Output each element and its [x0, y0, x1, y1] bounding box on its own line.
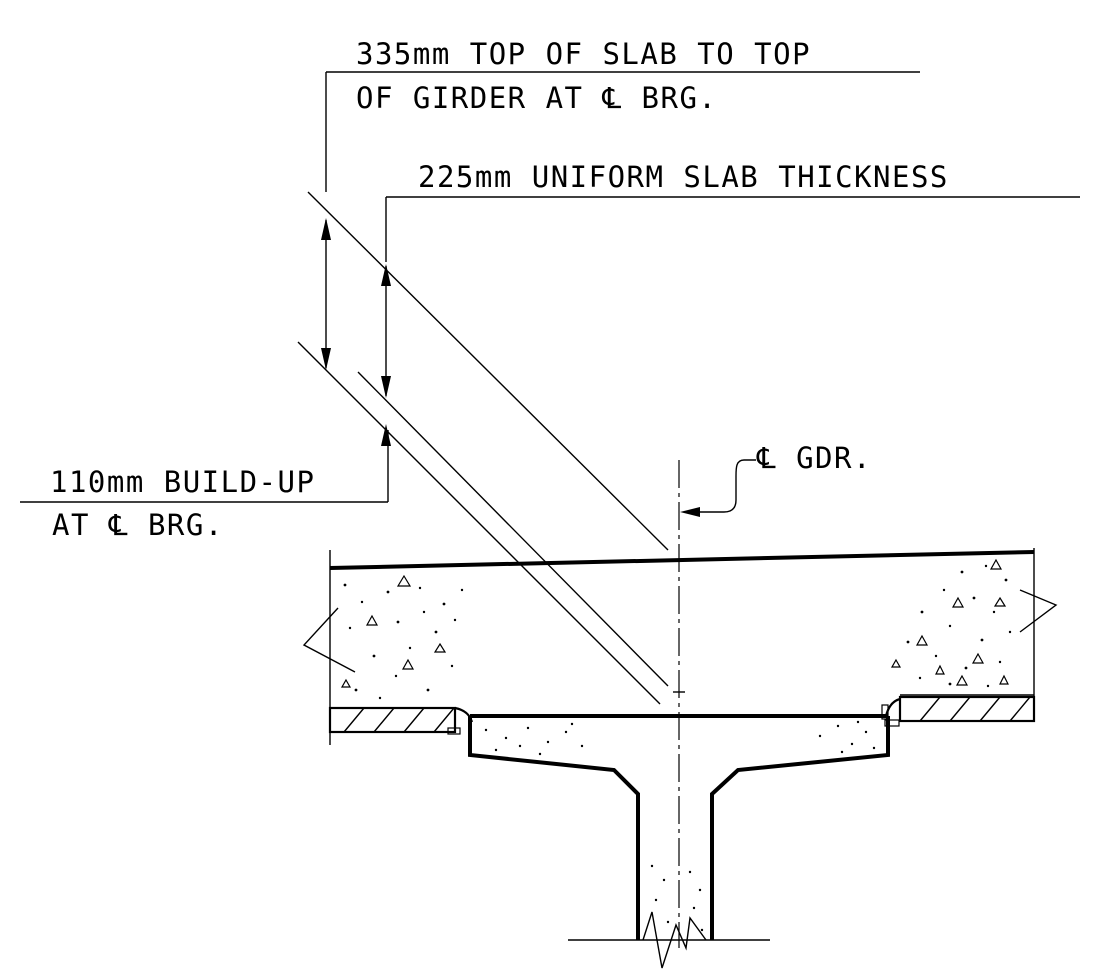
projection-slab-bottom — [357, 371, 669, 687]
projection-top-of-girder — [297, 341, 661, 705]
dimension-slab-thickness — [381, 264, 391, 398]
projection-lines — [297, 191, 669, 705]
precast-girder — [468, 714, 890, 969]
arrowhead-girder-centerline — [680, 507, 700, 517]
note-girder-centerline: ℄ GDR. — [680, 441, 872, 517]
dimension-buildup — [381, 424, 391, 446]
arrowhead-buildup — [381, 424, 391, 446]
concrete-stipple — [340, 558, 1012, 932]
form-left-outline — [328, 706, 457, 734]
note-total-depth-line2: OF GIRDER AT ℄ BRG. — [356, 81, 717, 115]
deck-form-left — [328, 706, 474, 735]
leader-girder-centerline — [684, 459, 756, 513]
note-slab-thickness: 225mm UNIFORM SLAB THICKNESS — [385, 160, 1080, 262]
note-total-depth: 335mm TOP OF SLAB TO TOP OF GIRDER AT ℄ … — [325, 37, 920, 192]
note-slab-thickness-text: 225mm UNIFORM SLAB THICKNESS — [418, 160, 949, 194]
note-buildup-line1: 110mm BUILD-UP — [50, 465, 315, 499]
girder-left-profile — [468, 716, 640, 940]
arrowhead-slab-thickness-bottom — [381, 376, 391, 398]
slab-break-left — [302, 607, 356, 673]
note-girder-centerline-text: ℄ GDR. — [756, 441, 872, 475]
arrowhead-total-depth-top — [321, 218, 331, 240]
note-buildup-line2: AT ℄ BRG. — [52, 508, 224, 542]
dimension-total-depth — [321, 218, 331, 370]
note-total-depth-line1: 335mm TOP OF SLAB TO TOP — [356, 37, 811, 71]
girder-right-profile — [710, 716, 890, 940]
arrowhead-slab-thickness-top — [381, 264, 391, 286]
girder-break-symbol — [642, 911, 707, 969]
arrowhead-total-depth-bottom — [321, 348, 331, 370]
form-right-outline — [898, 695, 1036, 723]
note-buildup: 110mm BUILD-UP AT ℄ BRG. — [20, 430, 389, 542]
deck-form-right — [881, 695, 1036, 727]
projection-top-of-slab — [307, 191, 669, 551]
slab-break-right — [1019, 589, 1058, 633]
slab-top-surface — [329, 550, 1035, 570]
